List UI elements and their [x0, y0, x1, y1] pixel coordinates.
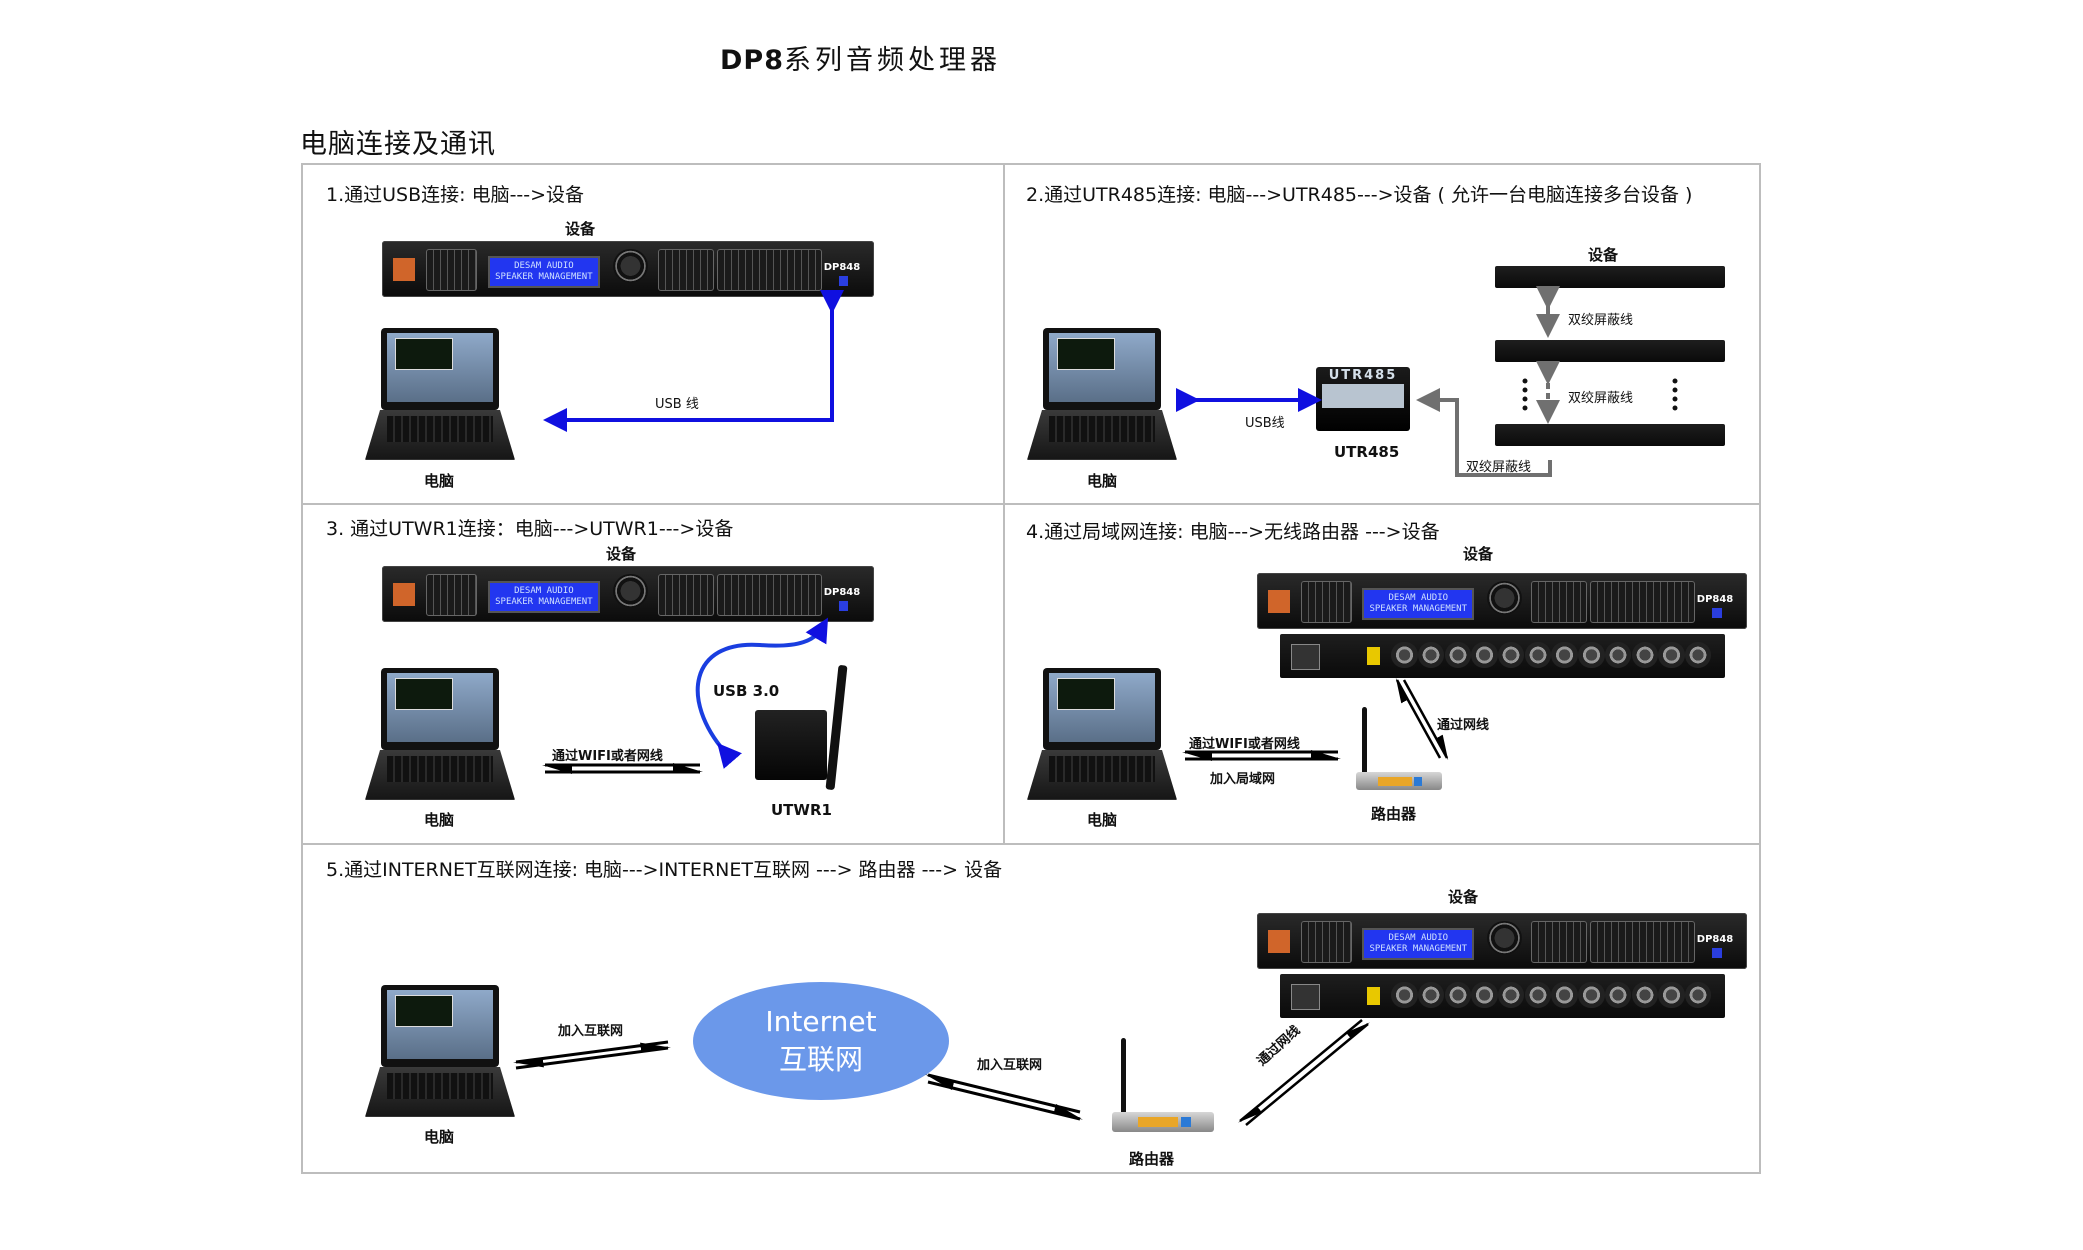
converter-face-label: UTR485 — [1328, 368, 1398, 384]
lcd-line-2: SPEAKER MANAGEMENT — [1369, 943, 1468, 954]
ethernet-line — [1395, 677, 1442, 759]
ethernet-line — [1402, 679, 1449, 761]
divider-column — [1003, 163, 1005, 845]
output-meters — [716, 249, 822, 291]
computer-label: 电脑 — [1087, 472, 1118, 490]
router-label: 路由器 — [1129, 1150, 1175, 1168]
device-label: 设备 — [1463, 545, 1494, 563]
lcd-line-1: DESAM AUDIO — [514, 585, 574, 596]
lcd-line-2: SPEAKER MANAGEMENT — [495, 596, 593, 607]
laptop-computer — [365, 328, 515, 463]
lcd-line-1: DESAM AUDIO — [1388, 592, 1449, 603]
laptop-computer — [1027, 668, 1177, 803]
section-subtitle: 电脑连接及通讯 — [300, 129, 496, 160]
ethernet-label: 通过网线 — [1437, 718, 1490, 733]
ethernet-port-icon — [1366, 647, 1381, 665]
computer-label: 电脑 — [424, 1128, 455, 1146]
antenna-icon — [1121, 1038, 1126, 1118]
wireless-router — [1112, 1112, 1214, 1132]
model-label: DP848 — [823, 587, 861, 599]
cloud-label-cn: 互联网 — [778, 1043, 863, 1076]
wireless-router — [1356, 772, 1442, 790]
link-line — [925, 1073, 1081, 1114]
panel-title: 4.通过局域网连接: 电脑--->无线路由器 --->设备 — [1026, 521, 1440, 543]
input-meters — [426, 249, 478, 291]
shielded-cable-label: 双绞屏蔽线 — [1568, 391, 1634, 406]
usb-port-icon — [838, 275, 849, 286]
panel-title: 2.通过UTR485连接: 电脑--->UTR485--->设备 ( 允许一台电… — [1026, 184, 1693, 206]
link-label-bottom: 加入局域网 — [1210, 772, 1276, 787]
converter-label: UTR485 — [1334, 443, 1400, 461]
usb-cable-label: USB线 — [1245, 416, 1285, 431]
device-label: 设备 — [1448, 888, 1479, 906]
cloud-label-en: Internet — [765, 1005, 877, 1038]
rotary-knob — [613, 248, 648, 284]
ethernet-line — [1238, 1019, 1363, 1123]
computer-label: 电脑 — [1087, 811, 1118, 829]
lcd-line-1: DESAM AUDIO — [1388, 932, 1449, 943]
link-label-top: 通过WIFI或者网线 — [1189, 737, 1300, 752]
device-label: 设备 — [1588, 246, 1619, 264]
computer-label: 电脑 — [424, 472, 455, 490]
device-label: 设备 — [606, 545, 637, 563]
processor-rear-panel-1 — [1495, 266, 1725, 288]
divider-row-2 — [301, 843, 1761, 845]
antenna-icon — [1362, 707, 1367, 787]
function-buttons — [657, 249, 714, 291]
diagram-frame — [301, 163, 1761, 1174]
processor-rear-panel — [1280, 974, 1725, 1018]
internet-cloud: Internet 互联网 — [693, 982, 949, 1100]
model-label: DP848 — [1696, 934, 1734, 946]
model-label: DP848 — [1696, 594, 1734, 606]
link-line — [927, 1080, 1083, 1121]
router-label: 路由器 — [1371, 805, 1417, 823]
ethernet-line — [1245, 1022, 1370, 1126]
lcd-line-2: SPEAKER MANAGEMENT — [1369, 603, 1468, 614]
panel-title: 1.通过USB连接: 电脑--->设备 — [326, 184, 585, 206]
title-model: DP8 — [720, 45, 784, 76]
computer-label: 电脑 — [424, 811, 455, 829]
utr485-converter: UTR485 — [1316, 367, 1410, 431]
link-label: 通过WIFI或者网线 — [552, 749, 663, 764]
shielded-cable-label: 双绞屏蔽线 — [1568, 313, 1634, 328]
panel-title: 5.通过INTERNET互联网连接: 电脑--->INTERNET互联网 ---… — [326, 859, 1003, 881]
page-title: DP8系列音频处理器 — [720, 38, 1001, 77]
usb-port-icon — [838, 600, 849, 611]
laptop-computer — [365, 668, 515, 803]
processor-rear-panel — [1280, 634, 1725, 678]
join-internet-label: 加入互联网 — [977, 1058, 1043, 1073]
usb-cable-line — [543, 290, 844, 432]
link-line — [515, 1042, 671, 1070]
model-label: DP848 — [823, 262, 861, 274]
divider-row-1 — [301, 503, 1761, 505]
shielded-cable-line — [1416, 388, 1552, 477]
processor-rear-panel-2 — [1495, 340, 1725, 362]
lcd-line-1: DESAM AUDIO — [514, 260, 574, 271]
usb3-cable-line — [695, 617, 829, 769]
processor-rear-panel-3 — [1495, 424, 1725, 446]
lcd-line-2: SPEAKER MANAGEMENT — [495, 271, 593, 282]
usb-port-icon — [1711, 947, 1722, 958]
adapter-label: UTWR1 — [771, 801, 832, 819]
ethernet-port-icon — [1366, 987, 1381, 1005]
laptop-computer — [365, 985, 515, 1120]
shielded-cable-label: 双绞屏蔽线 — [1466, 460, 1532, 475]
brand-logo — [392, 257, 415, 282]
join-internet-label: 加入互联网 — [558, 1024, 624, 1039]
usb-port-icon — [1711, 607, 1722, 618]
title-series: 系列音频处理器 — [784, 45, 1001, 76]
laptop-computer — [1027, 328, 1177, 463]
ellipsis-dots — [1522, 378, 1678, 411]
device-label: 设备 — [565, 220, 596, 238]
panel-title: 3. 通过UTWR1连接：电脑--->UTWR1--->设备 — [326, 518, 734, 540]
